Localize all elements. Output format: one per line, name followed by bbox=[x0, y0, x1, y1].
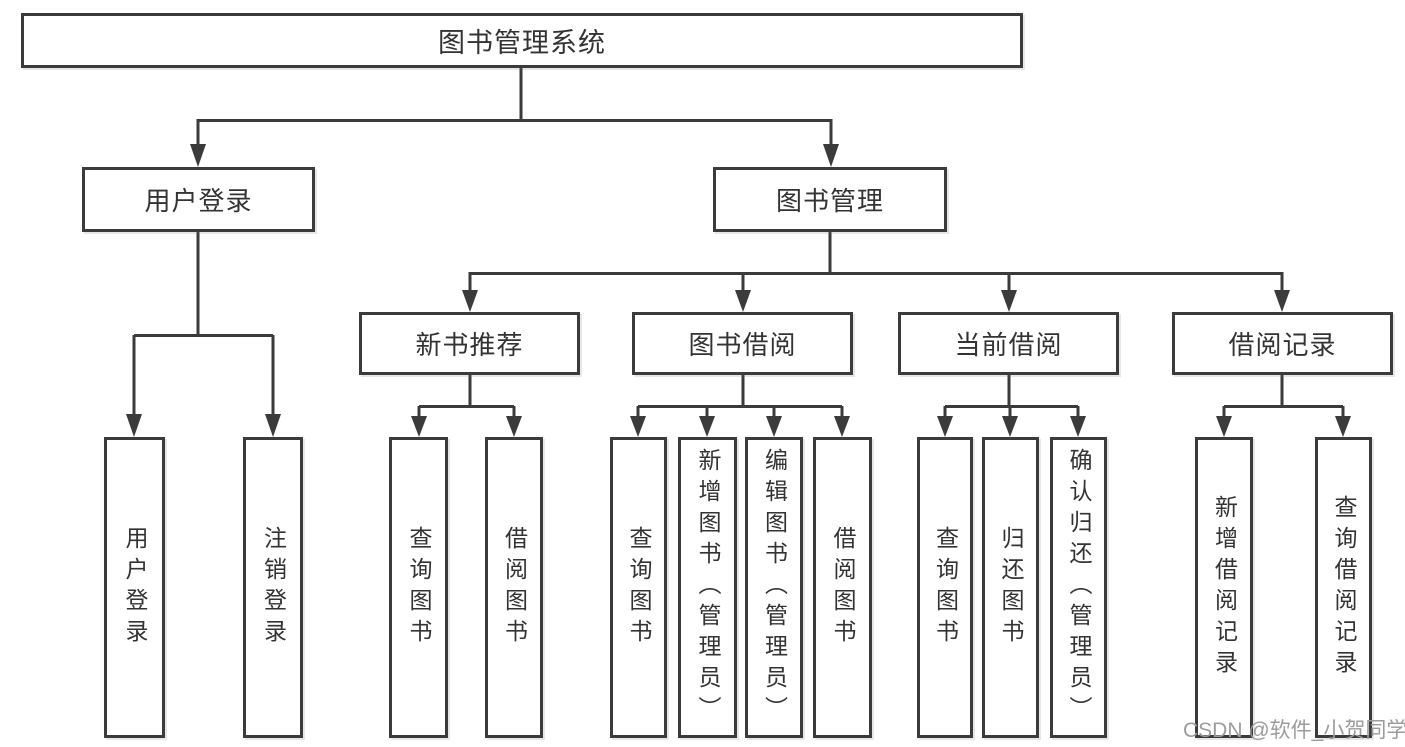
leaf-edit-books-admin: 编辑图书（管理员） bbox=[745, 437, 803, 738]
node-label: 归还图书 bbox=[998, 525, 1024, 650]
node-label: 用户登录 bbox=[122, 525, 148, 650]
node-label: 图书管理系统 bbox=[438, 28, 606, 58]
leaf-logout: 注销登录 bbox=[243, 437, 303, 738]
node-label: 编辑图书（管理员） bbox=[761, 448, 788, 727]
node-book-borrow: 图书借阅 bbox=[632, 312, 853, 375]
node-new-book-recommend: 新书推荐 bbox=[359, 312, 580, 375]
csdn-watermark: CSDN @软件_小贺同学 bbox=[1183, 719, 1405, 742]
leaf-return-books: 归还图书 bbox=[982, 437, 1039, 738]
node-user-login-group: 用户登录 bbox=[82, 167, 315, 232]
leaf-add-borrow-record: 新增借阅记录 bbox=[1195, 437, 1253, 738]
node-borrow-records: 借阅记录 bbox=[1172, 312, 1393, 375]
node-label: 用户登录 bbox=[144, 186, 253, 216]
leaf-user-login: 用户登录 bbox=[104, 437, 165, 738]
node-label: 查询图书 bbox=[626, 525, 652, 650]
leaf-query-books-current: 查询图书 bbox=[917, 437, 973, 738]
node-label: 新书推荐 bbox=[415, 330, 524, 360]
node-current-borrow: 当前借阅 bbox=[898, 312, 1119, 375]
leaf-query-borrow-record: 查询借阅记录 bbox=[1315, 437, 1372, 738]
node-label: 当前借阅 bbox=[954, 330, 1063, 360]
leaf-add-books-admin: 新增图书（管理员） bbox=[678, 437, 737, 738]
connector-new-book-children bbox=[411, 375, 522, 437]
connector-borrow-records-children bbox=[1216, 375, 1351, 437]
node-label: 新增图书（管理员） bbox=[695, 448, 721, 727]
node-book-management: 图书管理 bbox=[713, 167, 947, 232]
node-label: 注销登录 bbox=[260, 525, 287, 650]
node-label: 借阅图书 bbox=[501, 525, 528, 650]
node-label: 查询图书 bbox=[406, 525, 432, 650]
node-label: 查询借阅记录 bbox=[1331, 494, 1357, 681]
node-label: 借阅图书 bbox=[830, 525, 856, 650]
node-label: 图书借阅 bbox=[688, 330, 797, 360]
node-label: 借阅记录 bbox=[1228, 330, 1337, 360]
connector-book-borrow-children bbox=[630, 375, 850, 437]
node-label: 新增借阅记录 bbox=[1211, 494, 1238, 681]
node-root-system: 图书管理系统 bbox=[21, 13, 1023, 68]
connector-user-login-children bbox=[126, 232, 281, 437]
leaf-query-books-recommend: 查询图书 bbox=[389, 437, 448, 738]
node-label: 图书管理 bbox=[775, 186, 884, 216]
leaf-query-books-borrow: 查询图书 bbox=[610, 437, 667, 738]
leaf-borrow-books-recommend: 借阅图书 bbox=[485, 437, 543, 738]
connector-book-management-children bbox=[462, 232, 1290, 312]
node-label: 查询图书 bbox=[932, 525, 959, 650]
connector-current-borrow-children bbox=[937, 375, 1086, 437]
connector-root-to-level2 bbox=[190, 68, 839, 167]
leaf-confirm-return-admin: 确认归还（管理员） bbox=[1050, 437, 1107, 738]
leaf-borrow-books: 借阅图书 bbox=[813, 437, 872, 738]
node-label: 确认归还（管理员） bbox=[1066, 448, 1092, 727]
